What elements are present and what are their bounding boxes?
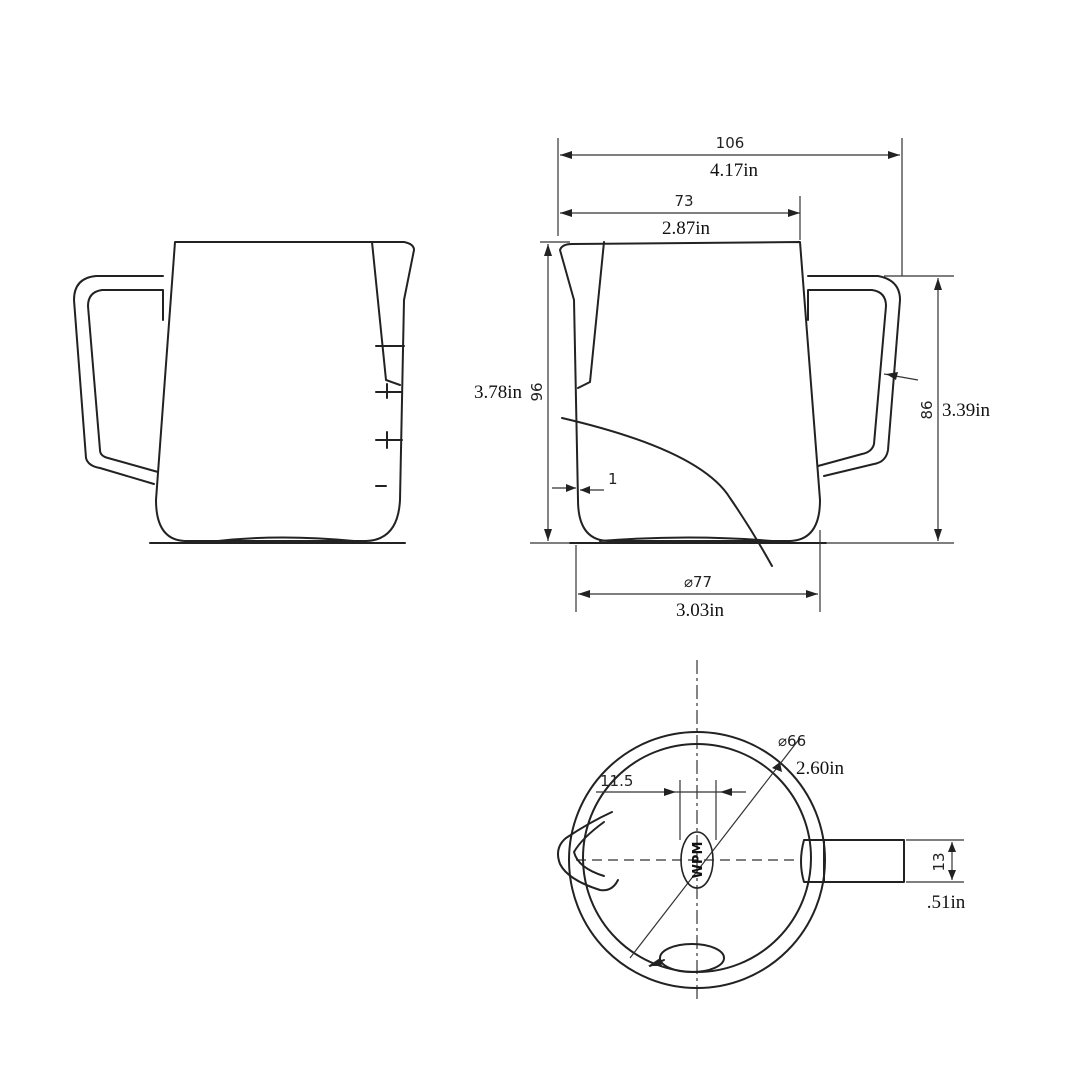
- dim-height-mm: 96: [528, 382, 546, 401]
- dim-handle-thickness: 13 .51in: [906, 839, 966, 913]
- dim-wall-thickness-mm: 1: [608, 470, 618, 488]
- dim-handle-height-mm: 86: [918, 400, 936, 419]
- right-view-spout-line: [577, 241, 605, 389]
- logo-text: WPM: [691, 842, 706, 879]
- dim-base-diameter: ⌀77 3.03in: [575, 530, 821, 621]
- dim-spout-offset-mm: 11.5: [600, 772, 633, 790]
- dim-body-width-in: 2.87in: [662, 218, 711, 239]
- dim-body-width: 73 2.87in: [560, 192, 801, 240]
- dim-base-diameter-mm: ⌀77: [684, 573, 712, 591]
- left-side-view: [73, 241, 415, 544]
- dim-handle-thickness-in: .51in: [927, 892, 966, 913]
- dim-spout-offset: 11.5: [596, 772, 746, 840]
- dim-overall-width-in: 4.17in: [710, 160, 759, 181]
- dim-handle-height-in: 3.39in: [942, 400, 991, 421]
- dim-base-diameter-in: 3.03in: [676, 600, 725, 621]
- wpm-logo: WPM: [680, 831, 714, 889]
- top-view-handle: [800, 839, 905, 883]
- right-view-base: [599, 536, 773, 542]
- dim-handle-thickness-mm: 13: [930, 852, 948, 871]
- top-view-spout: [557, 811, 619, 892]
- right-view-body-outline: [559, 241, 821, 542]
- left-view-body-outline: [155, 241, 415, 542]
- dim-overall-width: 106 4.17in: [557, 134, 903, 276]
- right-side-view: 106 4.17in 73 2.87in 96 3.78in: [474, 134, 991, 621]
- dim-height-in: 3.78in: [474, 382, 523, 403]
- left-view-graduation-marks: [375, 345, 405, 487]
- section-cut-curve: [561, 417, 773, 567]
- dim-top-diameter-mm: ⌀66: [778, 732, 806, 750]
- top-view: ⌀66 2.60in 11.5 13 .51in WPM: [557, 660, 966, 1000]
- left-view-base: [217, 536, 355, 542]
- dim-wall-thickness: 1: [552, 470, 618, 494]
- dim-top-diameter-in: 2.60in: [796, 758, 845, 779]
- dim-handle-height: 86 3.39in: [826, 275, 991, 544]
- left-view-spout-line: [371, 241, 401, 386]
- dim-overall-width-mm: 106: [716, 134, 745, 152]
- left-view-handle: [73, 275, 164, 485]
- dim-body-width-mm: 73: [674, 192, 693, 210]
- dim-height: 96 3.78in: [474, 241, 570, 544]
- top-view-bottom-oval: [659, 943, 725, 973]
